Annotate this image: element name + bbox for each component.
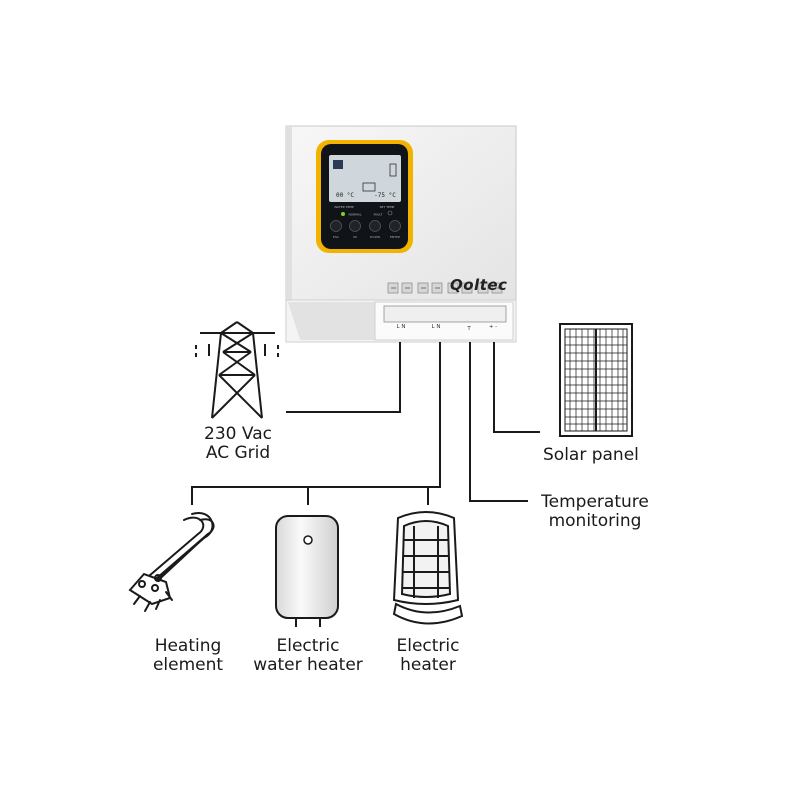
wiring (191, 342, 540, 505)
down-button-label: DOWN (370, 235, 380, 239)
enter-button[interactable] (389, 220, 401, 232)
up-button[interactable] (349, 220, 361, 232)
temperature-label-line-2: monitoring (548, 511, 642, 531)
down-button[interactable] (369, 220, 381, 232)
grid-label-line-2: AC Grid (205, 443, 271, 463)
tank-indicator-icon (389, 163, 397, 177)
load-wire (191, 342, 441, 505)
display-label-left: WATER TEMP (334, 205, 354, 209)
terminal-load-label: L N (432, 324, 441, 330)
electric-heater-label: Electric heater (378, 637, 478, 675)
water-heater-label-line-2: water heater (253, 655, 363, 675)
heating-element-label-line-2: element (152, 655, 224, 675)
control-buttons: ESC UP DOWN ENTER (330, 220, 401, 239)
status-normal-label: NORMAL (348, 213, 361, 217)
status-fault-label: FAULT (374, 213, 383, 217)
front-panel: 00 °C -75 °C WATER TEMP SET TEMP NORMAL … (316, 140, 413, 253)
heating-element-label-line-1: Heating (154, 636, 222, 656)
enter-button-label: ENTER (390, 235, 400, 239)
power-pylon-icon (195, 321, 279, 419)
heater-indicator-icon (362, 182, 376, 192)
up-button-label: UP (353, 235, 357, 239)
lcd-screen (329, 155, 401, 202)
normal-led (341, 212, 345, 216)
esc-button[interactable] (330, 220, 342, 232)
temperature-label: Temperature monitoring (530, 493, 660, 531)
heating-element-label: Heating element (138, 637, 238, 675)
display-temp-left: 00 °C (336, 192, 354, 199)
fault-led (387, 210, 393, 216)
grid-label-line-1: 230 Vac (204, 424, 272, 444)
water-heater-label-line-1: Electric (276, 636, 340, 656)
heating-element-icon (128, 511, 215, 612)
controller-device: L N L N T + - 00 °C -75 °C WATER TEMP SE… (285, 125, 517, 343)
solar-panel-label: Solar panel (543, 445, 639, 465)
display-label-right: SET TEMP (380, 205, 395, 209)
esc-button-label: ESC (333, 235, 339, 239)
temperature-label-line-1: Temperature (541, 492, 649, 512)
solar-wire (493, 342, 540, 433)
temperature-wire (469, 342, 528, 502)
display-temp-right: -75 °C (374, 192, 396, 199)
solar-indicator-icon (333, 160, 343, 169)
brand-logo: Qoltec (450, 276, 507, 294)
grid-label: 230 Vac AC Grid (188, 425, 288, 463)
terminal-ac-in-label: L N (397, 324, 406, 330)
terminal-sensor-label: T (466, 326, 471, 332)
grid-wire (286, 342, 401, 413)
terminal-pv-label: + - (489, 324, 497, 330)
water-heater-icon (275, 515, 339, 627)
electric-heater-icon (392, 511, 464, 625)
electric-heater-label-line-1: Electric (396, 636, 460, 656)
electric-heater-label-line-2: heater (400, 655, 456, 675)
solar-panel-icon (559, 323, 633, 437)
water-heater-label: Electric water heater (243, 637, 373, 675)
